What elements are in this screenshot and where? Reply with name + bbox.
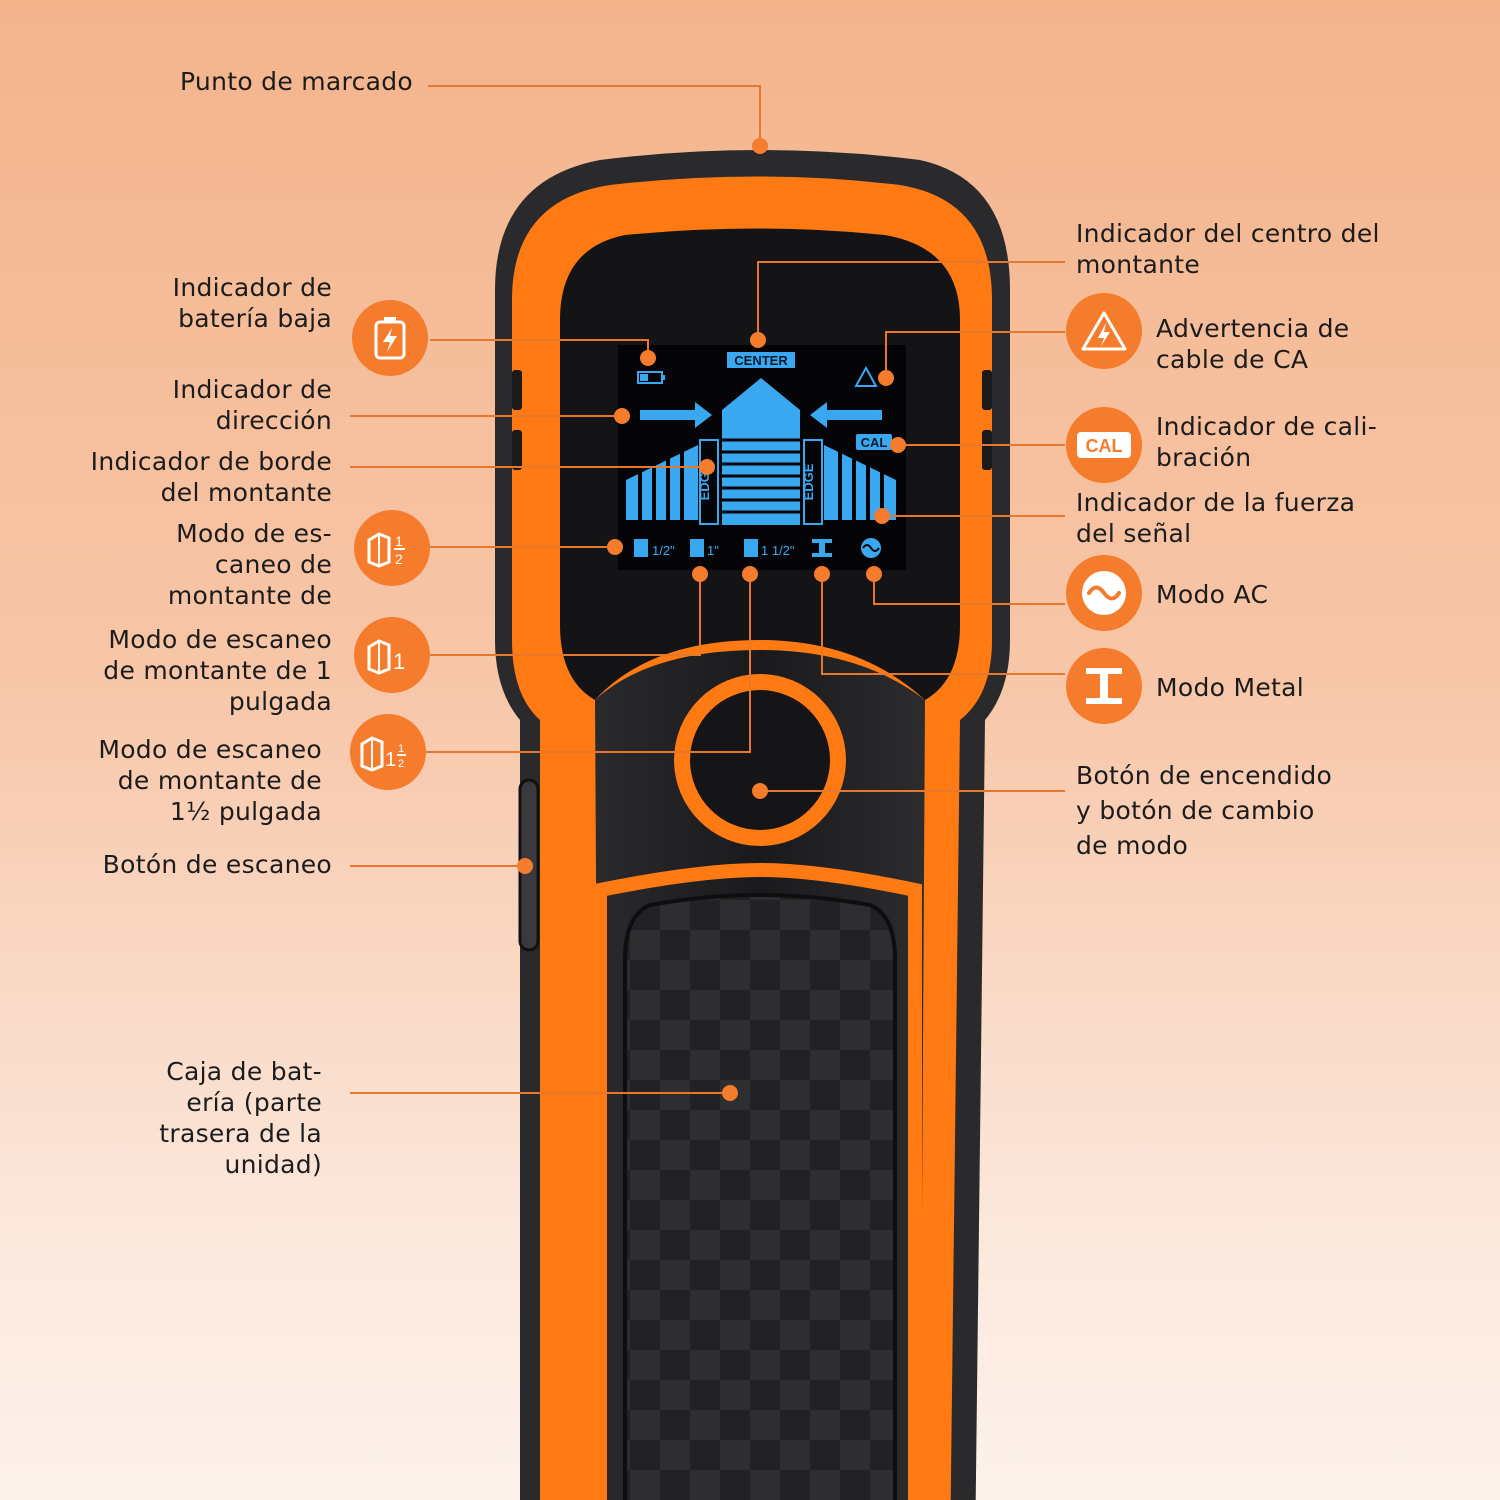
label-modo-medio: Modo de es- caneo de montante de [167,519,332,610]
battery-bolt-icon [352,300,428,376]
label-direccion: Indicador de dirección [172,375,332,435]
svg-text:CAL: CAL [1086,436,1123,456]
device-lower-rim [593,862,922,1500]
svg-text:2: 2 [398,758,404,770]
screen-mode-one-half-icon [744,539,758,557]
label-centro-montante: Indicador del centro del montante [1076,219,1380,279]
warning-triangle-bolt-icon [1066,293,1142,369]
label-modo-uno: Modo de escaneo de montante de 1 pulgada [103,625,332,716]
svg-text:1: 1 [393,649,405,674]
screen-mode-one-half-label: 1 1/2" [761,543,795,558]
leader-lines [350,85,1065,1094]
center-badge-bg [727,352,795,368]
screen-arrow-left [810,402,882,428]
label-punto-marcado: Punto de marcado [180,67,413,96]
power-button [690,690,830,830]
leader-dots [517,138,906,1101]
label-advertencia-ca: Advertencia de cable de CA [1156,314,1350,374]
screen-signal-gaps [638,450,884,522]
label-bateria-baja: Indicador de batería baja [172,273,332,333]
label-caja-bateria: Caja de bat- ería (parte trasera de la u… [159,1057,322,1179]
screen-edge-right-label: EDGE [801,463,816,500]
screen-mode-half-icon [634,539,648,557]
screen-mode-one-icon [690,539,704,557]
screen-mode-half-label: 1/2" [652,543,675,558]
screen-mode-one-label: 1" [707,543,719,558]
label-modo-metal: Modo Metal [1156,673,1304,702]
screen-center-label: CENTER [734,353,788,368]
screen-metal-icon [812,539,832,543]
screen-cal-label: CAL [861,435,888,450]
stud-one-inch-icon: 1 [354,617,430,693]
i-beam-icon [1066,648,1142,724]
label-fuerza-senal: Indicador de la fuerza del señal [1076,488,1356,548]
label-boton-encendido: Botón de encendido y botón de cambio de … [1076,761,1333,860]
cal-badge-icon: CAL [1066,407,1142,483]
screen-edge-right [803,439,823,525]
svg-text:2: 2 [395,551,403,567]
screen-warning-icon [854,365,878,387]
side-grips [512,370,992,470]
screen-mode-row: 1/2" 1" 1 1/2" [634,538,881,558]
label-modo-uno-medio: Modo de escaneo de montante de 1½ pulgad… [98,735,322,826]
label-borde-montante: Indicador de borde del montante [90,447,332,507]
battery-cover [623,893,897,1500]
svg-text:1: 1 [395,533,403,549]
label-boton-escaneo: Botón de escaneo [102,850,332,879]
sine-wave-icon [1066,555,1142,631]
svg-text:1: 1 [398,743,404,755]
label-calibracion: Indicador de cali- bración [1156,412,1378,472]
screen-cal-badge [856,434,892,450]
label-modo-ac: Modo AC [1156,580,1269,609]
svg-text:1: 1 [385,749,396,771]
screen-center-stripes [722,438,800,514]
screen-arrow-right [640,402,712,428]
